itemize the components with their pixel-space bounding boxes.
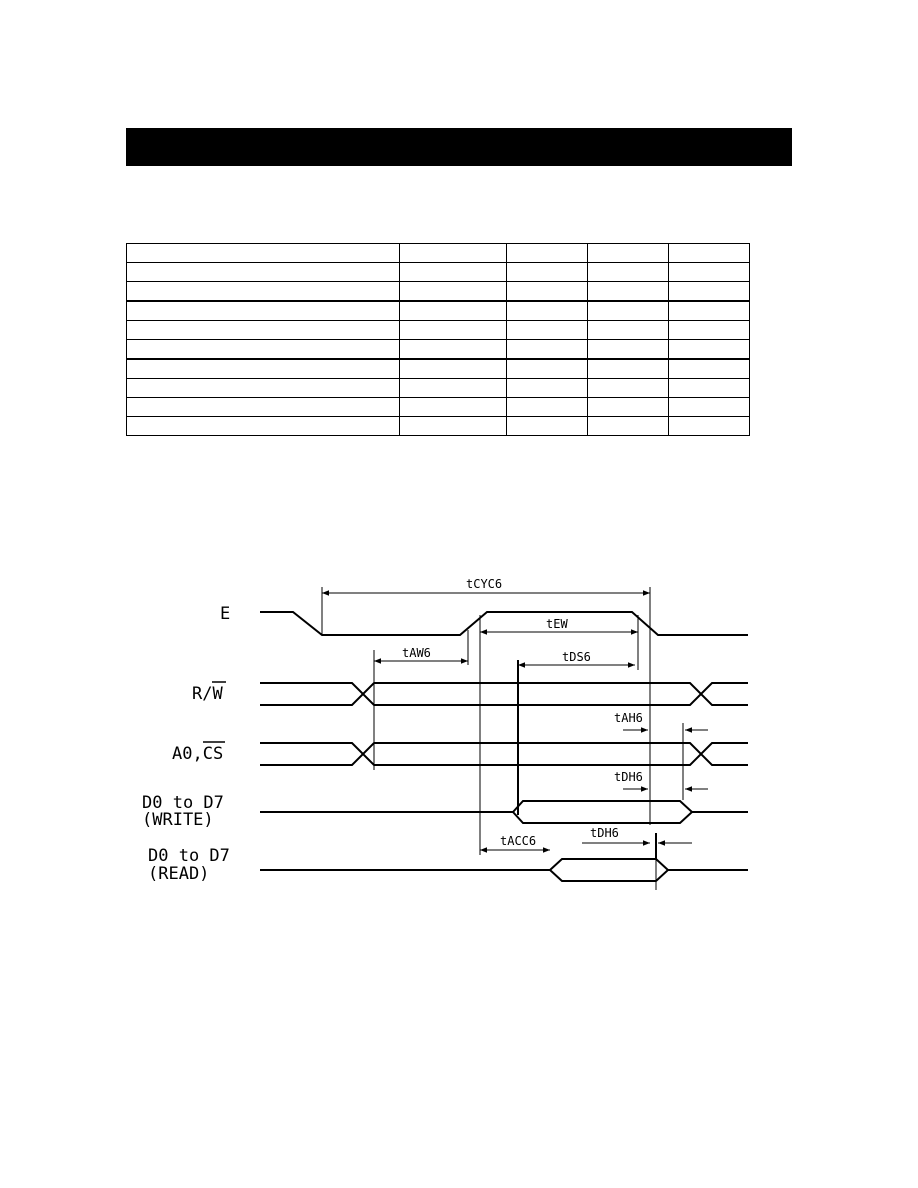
rw-bus bbox=[260, 682, 748, 706]
e-waveform bbox=[260, 611, 748, 636]
rw-bus bbox=[260, 682, 748, 706]
signal-label-d-read-mode: (READ) bbox=[148, 864, 209, 884]
timing-label-tacc6: tACC6 bbox=[500, 834, 536, 848]
timing-label-tcyc6: tCYC6 bbox=[466, 577, 502, 591]
timing-diagram-svg: E R/W A0,CS D0 to D7 (WRITE) D0 to D7 (R… bbox=[142, 577, 748, 890]
timing-parameter-table bbox=[126, 243, 750, 436]
table-row bbox=[126, 339, 750, 360]
data-write-window bbox=[511, 800, 694, 824]
timing-diagram: E R/W A0,CS D0 to D7 (WRITE) D0 to D7 (R… bbox=[130, 575, 760, 904]
a0-cs-bus bbox=[260, 742, 748, 766]
timing-label-tdh6-read: tDH6 bbox=[590, 826, 619, 840]
table-row bbox=[126, 320, 750, 340]
signal-label-rw: R/W bbox=[192, 684, 223, 704]
table-row bbox=[126, 243, 750, 263]
table-row bbox=[126, 281, 750, 302]
signal-label-d-write-mode: (WRITE) bbox=[142, 810, 214, 830]
table-row bbox=[126, 262, 750, 282]
data-read-window bbox=[548, 858, 670, 882]
signal-label-d-write: D0 to D7 bbox=[142, 793, 224, 813]
table-row bbox=[126, 378, 750, 398]
parameter-table-grid bbox=[126, 243, 750, 436]
timing-label-tah6: tAH6 bbox=[614, 711, 643, 725]
signal-label-d-read: D0 to D7 bbox=[148, 846, 230, 866]
section-header-bar bbox=[126, 128, 792, 166]
signal-label-a0-cs: A0,CS bbox=[172, 744, 223, 764]
timing-label-tds6: tDS6 bbox=[562, 650, 591, 664]
timing-label-taw6: tAW6 bbox=[402, 646, 431, 660]
table-row bbox=[126, 416, 750, 436]
signal-label-e: E bbox=[220, 604, 230, 624]
timing-label-tdh6-write: tDH6 bbox=[614, 770, 643, 784]
timing-label-tew: tEW bbox=[546, 617, 568, 631]
table-row bbox=[126, 300, 750, 321]
table-row bbox=[126, 358, 750, 379]
a0-cs-bus bbox=[260, 742, 748, 766]
table-row bbox=[126, 397, 750, 417]
